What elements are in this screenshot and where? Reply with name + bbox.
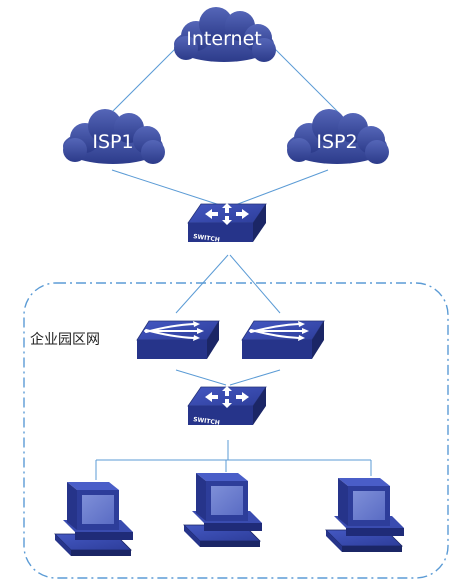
link-isp2-core-switch (229, 169, 329, 208)
access-switch-right (241, 320, 325, 360)
link-core-switch-access-left (175, 254, 229, 314)
link-isp1-core-switch (111, 169, 227, 208)
campus-network-label: 企业园区网 (30, 331, 100, 348)
campus-network-boundary (23, 282, 449, 579)
isp2-label: ISP2 (316, 131, 357, 153)
layer2-switch-icon (241, 320, 325, 360)
distribution-switch: SWITCH (187, 385, 267, 427)
distribution-switch-text: SWITCH (193, 416, 220, 427)
isp1-cloud: ISP1 (63, 109, 165, 164)
pc-right (325, 477, 405, 553)
pc-left (54, 481, 134, 557)
link-internet-isp1 (109, 45, 179, 115)
desktop-computer-icon (183, 472, 263, 548)
isp1-label: ISP1 (92, 131, 133, 153)
core-switch: SWITCH (187, 202, 267, 244)
pc-middle (183, 472, 263, 548)
access-switch-left (136, 320, 220, 360)
core-switch-text: SWITCH (193, 233, 220, 244)
link-access-left-distribution (175, 369, 227, 386)
internet-cloud: Internet (174, 7, 276, 62)
layer2-switch-icon (136, 320, 220, 360)
network-links (95, 45, 372, 480)
link-access-right-distribution (229, 369, 281, 386)
link-internet-isp2 (271, 45, 341, 115)
desktop-computer-icon (54, 481, 134, 557)
internet-label: Internet (186, 28, 261, 50)
link-core-switch-access-right (229, 254, 281, 314)
isp2-cloud: ISP2 (287, 109, 389, 164)
desktop-computer-icon (325, 477, 405, 553)
